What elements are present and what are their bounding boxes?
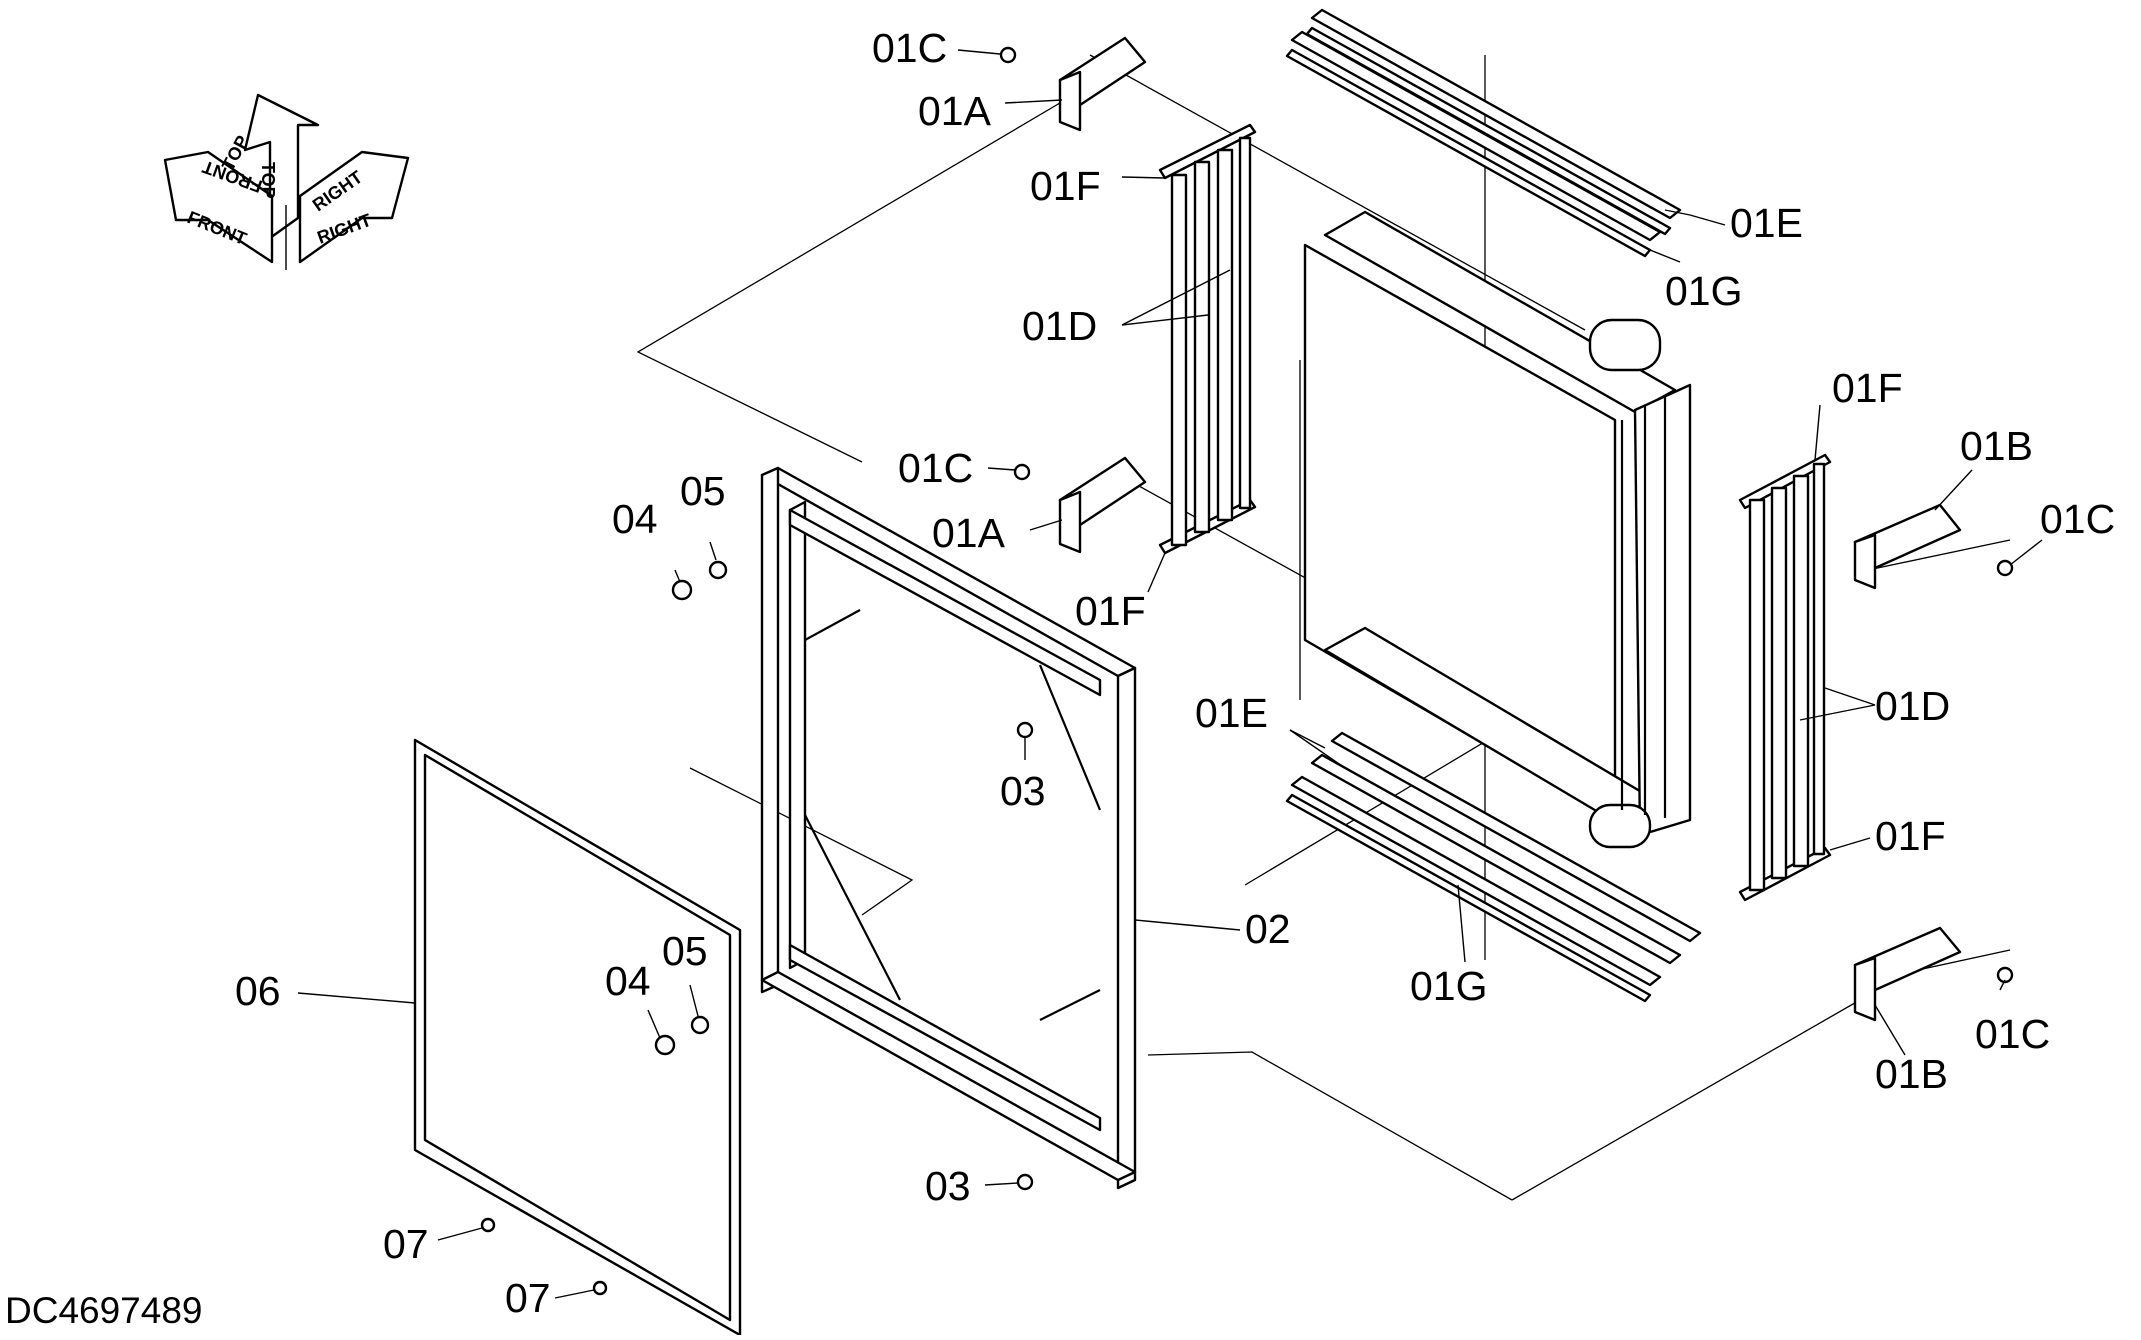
callout-01a-mid: 01A bbox=[932, 510, 1006, 556]
bolt-04-top bbox=[671, 579, 693, 601]
callout-01c-top: 01C bbox=[872, 25, 947, 71]
seal-01d-right-bar-4 bbox=[1812, 462, 1826, 856]
callout-05-top: 05 bbox=[680, 468, 726, 514]
callout-01f-top: 01F bbox=[1030, 163, 1101, 209]
rail-01e-upper-2 bbox=[1310, 8, 1682, 220]
callout-01b-bottom: 01B bbox=[1875, 1051, 1948, 1097]
callout-07-top: 07 bbox=[383, 1221, 429, 1267]
seal-01d-bar-2 bbox=[1193, 160, 1211, 534]
callout-01g-top: 01G bbox=[1665, 268, 1743, 314]
callout-01c-mid: 01C bbox=[898, 445, 973, 491]
screw-07-bottom bbox=[592, 1280, 608, 1296]
radiator-core bbox=[1303, 210, 1692, 849]
bolt-03-bottom bbox=[1016, 1173, 1034, 1191]
seal-01d-bar-3 bbox=[1216, 148, 1234, 522]
callout-01f-mid: 01F bbox=[1075, 588, 1146, 634]
seal-01d-right-bar-3 bbox=[1792, 474, 1810, 868]
bottom-rails bbox=[1285, 731, 1702, 1003]
washer-05-bottom bbox=[690, 1015, 710, 1035]
radiator-outlet-pipe bbox=[1588, 803, 1652, 849]
gasket-inner bbox=[423, 753, 732, 1322]
seal-01d-right-bar-2 bbox=[1770, 486, 1788, 880]
bolt-01c-mid bbox=[1013, 463, 1031, 481]
bolt-03-top bbox=[1016, 721, 1034, 739]
bolt-04-bottom bbox=[654, 1034, 676, 1056]
callout-01c-right-top: 01C bbox=[2040, 496, 2115, 542]
seal-01f-right-top bbox=[1738, 453, 1832, 510]
seal-01f-top bbox=[1158, 123, 1257, 180]
callout-01e-bottom: 01E bbox=[1195, 690, 1268, 736]
rail-01e-lower-2 bbox=[1310, 753, 1682, 965]
right-seal-assembly bbox=[1738, 453, 1832, 902]
callout-02: 02 bbox=[1245, 906, 1291, 952]
seal-01d-right-bar-1 bbox=[1748, 498, 1766, 892]
fasteners bbox=[480, 46, 2014, 1296]
screw-07-top bbox=[480, 1217, 496, 1233]
left-seal-assembly bbox=[1158, 123, 1257, 555]
callout-07-bottom: 07 bbox=[505, 1275, 551, 1321]
seal-01d-bar-1 bbox=[1170, 173, 1188, 547]
front-arrow-icon bbox=[163, 150, 274, 264]
frame-bottom-rail bbox=[760, 970, 1137, 1182]
top-rails bbox=[1285, 8, 1682, 258]
callout-05-bottom: 05 bbox=[662, 928, 708, 974]
top-arrow-icon bbox=[243, 93, 320, 240]
seal-01d-bar-4 bbox=[1238, 136, 1252, 510]
orientation-arrows-icon: TOP TOP FRONT FRONT RIGHT RIGHT bbox=[163, 93, 410, 270]
bolt-01c-right-bottom bbox=[1996, 966, 2014, 984]
callout-01f-right-top: 01F bbox=[1832, 365, 1903, 411]
frame-right-post bbox=[1116, 666, 1137, 1190]
callout-01d-left: 01D bbox=[1022, 303, 1097, 349]
right-arrow-icon bbox=[298, 150, 410, 264]
frame-02 bbox=[760, 466, 1137, 1190]
callout-01g-bottom: 01G bbox=[1410, 963, 1488, 1009]
callout-labels: 01C 01A 01F 01D 01C 01A 01F 01E 01G 01F … bbox=[235, 25, 2115, 1321]
rail-01e-lower-3 bbox=[1330, 731, 1702, 943]
callout-04-bottom: 04 bbox=[605, 958, 651, 1004]
callout-01c-right-bottom: 01C bbox=[1975, 1011, 2050, 1057]
document-id: DC4697489 bbox=[5, 1290, 202, 1331]
leader-lines bbox=[297, 49, 2043, 1299]
gasket-06 bbox=[413, 738, 742, 1337]
callout-01e-top: 01E bbox=[1730, 200, 1803, 246]
bolt-01c-right-top bbox=[1996, 559, 2014, 577]
callout-01a-top: 01A bbox=[918, 88, 992, 134]
frame-left-post bbox=[760, 466, 780, 994]
callout-01f-right-bottom: 01F bbox=[1875, 813, 1946, 859]
top-label-b: TOP bbox=[258, 162, 278, 199]
callout-01d-right: 01D bbox=[1875, 683, 1950, 729]
callout-06: 06 bbox=[235, 968, 281, 1014]
callout-04-top: 04 bbox=[612, 496, 658, 542]
radiator-inlet-pipe bbox=[1588, 318, 1662, 372]
callout-03-bottom: 03 bbox=[925, 1163, 971, 1209]
bolt-01c-top bbox=[999, 46, 1017, 64]
rail-01g-lower-1 bbox=[1290, 775, 1662, 987]
washer-05-top bbox=[708, 560, 728, 580]
callout-01b-top: 01B bbox=[1960, 423, 2033, 469]
rail-01e-upper-1 bbox=[1290, 30, 1662, 242]
brackets bbox=[1058, 36, 1962, 1022]
callout-03-top: 03 bbox=[1000, 768, 1046, 814]
radiator-top-tank bbox=[1323, 210, 1677, 414]
